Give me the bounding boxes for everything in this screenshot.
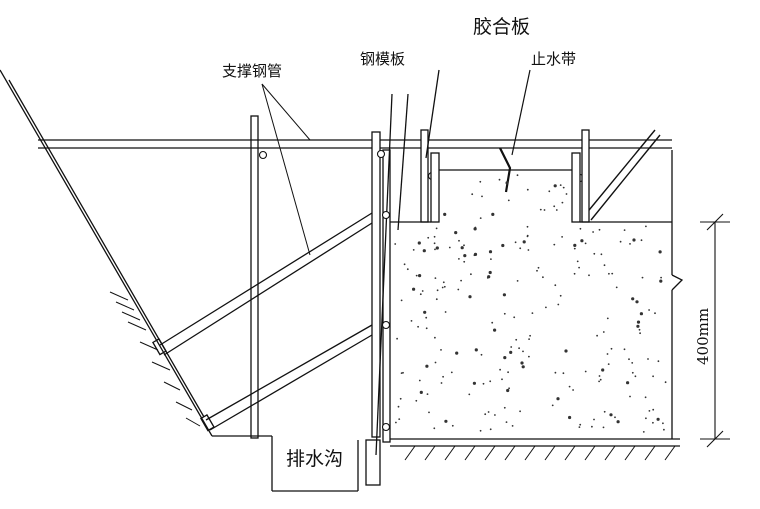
vertical-pipes	[250, 115, 381, 439]
label-waterstop: 止水带	[531, 50, 577, 68]
diagonal-braces	[152, 212, 373, 432]
label-drain-ditch: 排水沟	[286, 448, 344, 470]
ground-hatching	[404, 445, 676, 461]
label-leaders	[261, 83, 311, 256]
right-top-brace	[584, 129, 656, 216]
label-plywood: 胶合板	[473, 16, 531, 38]
dimension-line	[700, 213, 730, 448]
label-steel-formwork: 钢模板	[360, 50, 406, 68]
slope-bank	[0, 69, 359, 492]
concrete-speckles	[394, 174, 667, 433]
slope-hatching	[109, 291, 201, 427]
label-height-dimension: 400mm	[694, 307, 712, 365]
plywood-forms	[420, 69, 590, 223]
steel-formwork	[365, 93, 409, 486]
top-steel-pipe	[38, 139, 672, 149]
label-support-pipe: 支撑钢管	[222, 62, 283, 80]
waterstop	[499, 69, 531, 193]
